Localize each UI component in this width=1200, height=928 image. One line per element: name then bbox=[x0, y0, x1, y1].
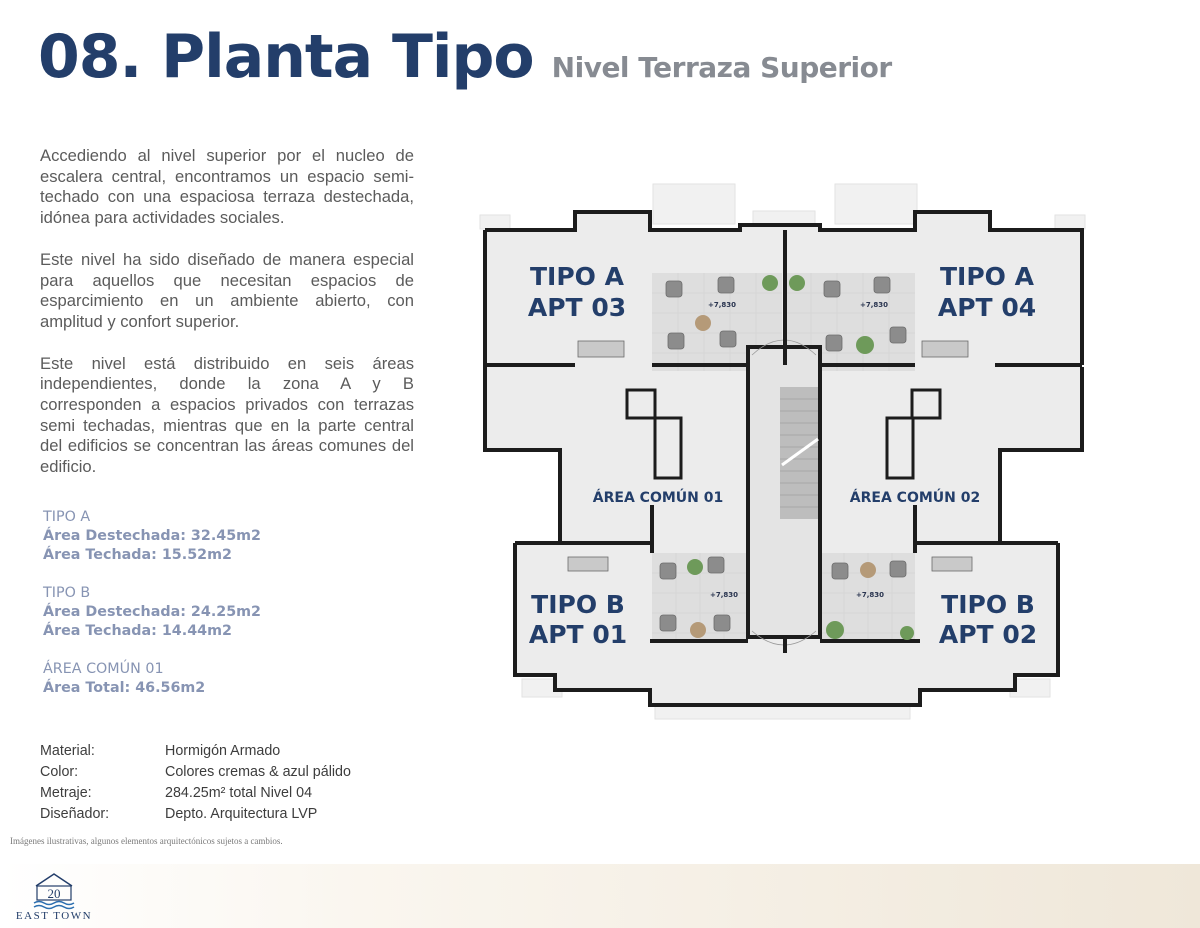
logo-number: 20 bbox=[48, 886, 61, 901]
spec-key: Diseñador: bbox=[40, 806, 110, 822]
area-value: Área Techada: 15.52m2 bbox=[43, 547, 232, 563]
logo-mark-icon: 20 bbox=[33, 873, 75, 910]
spec-row-color: Color: Colores cremas & azul pálido bbox=[40, 762, 351, 783]
floor-plan: +7,830 +7,830 +7,830 +7,830 TIPO A APT 0… bbox=[479, 183, 1086, 720]
level-mark: +7,830 bbox=[856, 591, 884, 599]
spec-row-disenador: Diseñador: Depto. Arquitectura LVP bbox=[40, 804, 351, 825]
disclaimer-text: Imágenes ilustrativas, algunos elementos… bbox=[10, 836, 283, 846]
area-value: Área Total: 46.56m2 bbox=[43, 680, 206, 696]
area-heading: TIPO B bbox=[43, 585, 91, 601]
page-header: 08. Planta Tipo Nivel Terraza Superior bbox=[38, 22, 892, 92]
footer-band bbox=[0, 864, 1200, 928]
intro-text: Accediendo al nivel superior por el nucl… bbox=[40, 146, 414, 499]
spec-table: Material: Hormigón Armado Color: Colores… bbox=[40, 741, 351, 825]
common-area-01-label: ÁREA COMÚN 01 bbox=[593, 488, 723, 506]
unit-label-apt01-number: APT 01 bbox=[529, 620, 627, 649]
spec-key: Material: bbox=[40, 743, 95, 759]
unit-label-apt02-type: TIPO B bbox=[941, 590, 1035, 619]
terrace-tables bbox=[690, 315, 876, 638]
area-value: Área Destechada: 24.25m2 bbox=[43, 604, 261, 620]
intro-paragraph: Este nivel está distribuido en seis área… bbox=[40, 353, 414, 477]
spec-value: Colores cremas & azul pálido bbox=[165, 764, 351, 780]
area-value: Área Techada: 14.44m2 bbox=[43, 623, 232, 639]
area-list: TIPO A Área Destechada: 32.45m2 Área Tec… bbox=[43, 508, 423, 717]
area-tipo-a: TIPO A Área Destechada: 32.45m2 Área Tec… bbox=[43, 508, 423, 565]
common-area-02-label: ÁREA COMÚN 02 bbox=[850, 488, 980, 506]
unit-label-apt03-number: APT 03 bbox=[528, 293, 626, 322]
spec-value: Depto. Arquitectura LVP bbox=[165, 806, 318, 822]
area-tipo-b: TIPO B Área Destechada: 24.25m2 Área Tec… bbox=[43, 584, 423, 641]
area-value: Área Destechada: 32.45m2 bbox=[43, 528, 261, 544]
unit-label-apt04-number: APT 04 bbox=[938, 293, 1036, 322]
plant-icon bbox=[687, 275, 914, 640]
stair-core bbox=[746, 339, 822, 646]
level-mark: +7,830 bbox=[708, 301, 736, 309]
intro-paragraph: Este nivel ha sido diseñado de manera es… bbox=[40, 249, 414, 331]
logo-name: EAST TOWN bbox=[15, 910, 93, 922]
level-mark: +7,830 bbox=[860, 301, 888, 309]
area-comun-01: ÁREA COMÚN 01 Área Total: 46.56m2 bbox=[43, 660, 423, 698]
spec-row-material: Material: Hormigón Armado bbox=[40, 741, 351, 762]
unit-label-apt02-number: APT 02 bbox=[939, 620, 1037, 649]
page-subtitle: Nivel Terraza Superior bbox=[551, 51, 893, 84]
area-heading: ÁREA COMÚN 01 bbox=[43, 661, 164, 677]
spec-value: Hormigón Armado bbox=[165, 743, 281, 759]
unit-label-apt04-type: TIPO A bbox=[940, 262, 1035, 291]
unit-label-apt03-type: TIPO A bbox=[530, 262, 625, 291]
unit-label-apt01-type: TIPO B bbox=[531, 590, 625, 619]
spec-key: Color: bbox=[40, 764, 79, 780]
spec-row-metraje: Metraje: 284.25m² total Nivel 04 bbox=[40, 783, 351, 804]
page-title: 08. Planta Tipo bbox=[38, 22, 535, 92]
level-mark: +7,830 bbox=[710, 591, 738, 599]
spec-key: Metraje: bbox=[40, 785, 92, 801]
plan-walls bbox=[483, 210, 1084, 707]
level-marks: +7,830 +7,830 +7,830 +7,830 bbox=[708, 301, 888, 599]
brand-logo: 20 EAST TOWN bbox=[10, 868, 98, 928]
intro-paragraph: Accediendo al nivel superior por el nucl… bbox=[40, 146, 414, 228]
spec-value: 284.25m² total Nivel 04 bbox=[165, 785, 313, 801]
area-heading: TIPO A bbox=[43, 509, 91, 525]
terrace-furniture bbox=[567, 276, 973, 632]
